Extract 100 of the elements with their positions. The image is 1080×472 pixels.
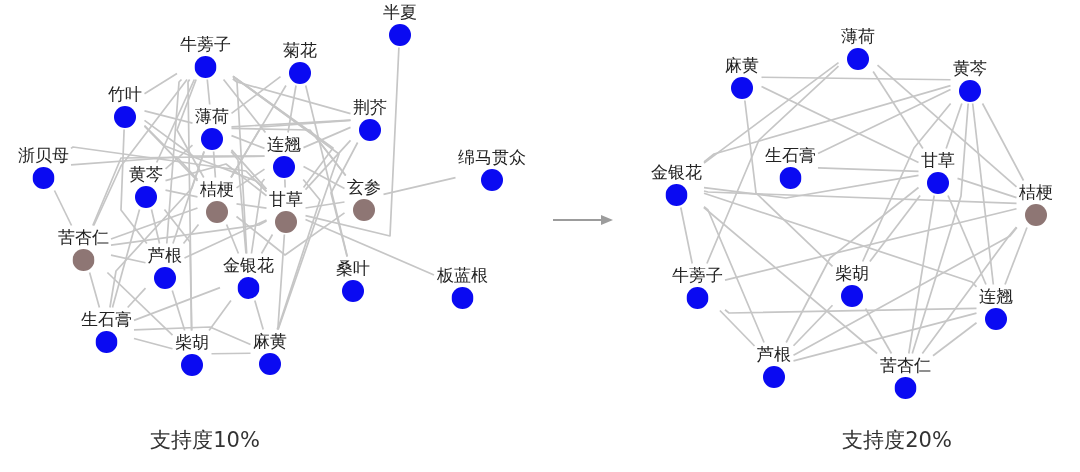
edge-line: [235, 168, 266, 189]
edge-line: [110, 207, 199, 240]
edge-line: [126, 287, 147, 309]
node-label: 黄芩: [952, 58, 988, 78]
edge-line: [785, 186, 920, 344]
edge-line: [230, 149, 268, 190]
node-label: 桑叶: [335, 258, 371, 278]
edge-line: [235, 203, 268, 209]
edge-line: [133, 286, 221, 322]
node-label: 柴胡: [834, 263, 870, 283]
edge-line: [92, 78, 188, 227]
edge-line: [302, 126, 352, 149]
edge-line: [172, 150, 205, 245]
edge-line: [861, 102, 952, 263]
edge-line: [907, 194, 936, 355]
edge-line: [1004, 226, 1028, 286]
edge-line: [706, 65, 840, 265]
edge-line: [232, 77, 248, 255]
edge-line: [719, 309, 756, 347]
edge-line: [164, 163, 268, 197]
node-label: 芦根: [756, 344, 792, 364]
edge-line: [276, 233, 286, 331]
edge-line: [679, 206, 694, 265]
edge-line: [210, 352, 252, 355]
node-label: 绵马贯众: [457, 147, 527, 167]
edge-line: [330, 141, 359, 258]
edge-line: [111, 208, 141, 309]
node-label: 甘草: [920, 150, 956, 170]
edge-line: [276, 178, 321, 331]
edge-line: [230, 119, 352, 128]
edge-line: [703, 61, 840, 164]
node-label: 金银花: [221, 255, 275, 275]
node-label: 连翘: [978, 286, 1014, 306]
edge-line: [206, 78, 211, 106]
graph-caption: 支持度20%: [842, 427, 952, 453]
edge-line: [53, 189, 73, 227]
edge-line: [703, 190, 1018, 205]
edge-line: [724, 307, 978, 314]
edge-line: [304, 139, 352, 191]
edge-line: [150, 208, 161, 245]
edge-line: [163, 208, 193, 332]
edge-line: [932, 321, 978, 357]
edge-line: [235, 211, 346, 256]
edge-line: [164, 144, 194, 170]
node-label: 牛蒡子: [178, 34, 232, 54]
edge-line: [260, 233, 274, 255]
edge-line: [143, 124, 268, 193]
edge-line: [133, 337, 174, 350]
node-label: 麻黄: [252, 331, 288, 351]
edge-line: [971, 102, 995, 286]
edge-line: [230, 119, 352, 179]
edge-line: [284, 178, 286, 189]
edge-line: [225, 223, 240, 255]
edge-line: [208, 299, 232, 332]
edge-line: [287, 84, 297, 134]
node-label: 苦杏仁: [878, 355, 932, 375]
node-label: 半夏: [382, 2, 418, 22]
edge-line: [164, 189, 199, 198]
edge-line: [155, 78, 196, 164]
edge-line: [869, 194, 921, 263]
node-label: 板蓝根: [435, 265, 489, 285]
node-label: 麻黄: [724, 55, 760, 75]
edge-line: [110, 220, 268, 247]
node-label: 柴胡: [174, 332, 210, 352]
edge-line: [703, 192, 978, 288]
edge-line: [956, 177, 1018, 199]
node-label: 生石膏: [763, 145, 817, 165]
edge-line: [230, 150, 247, 255]
edge-line: [760, 76, 952, 81]
node-label: 连翘: [266, 134, 302, 154]
edge-line: [70, 156, 199, 181]
edge-line: [911, 102, 970, 355]
edge-line: [91, 155, 266, 227]
edge-line: [792, 226, 1018, 357]
edge-line: [304, 218, 435, 276]
node-label: 竹叶: [107, 84, 143, 104]
edge-line: [230, 127, 347, 177]
edge-line: [143, 119, 266, 157]
edge-line: [230, 75, 282, 115]
node-label: 芦根: [147, 245, 183, 265]
node-label: 黄芩: [128, 164, 164, 184]
edge-line: [947, 194, 987, 286]
node-label: 薄荷: [840, 26, 876, 46]
edge-line: [143, 72, 178, 95]
edge-line: [110, 254, 147, 264]
edge-line: [817, 167, 920, 173]
node-label: 苦杏仁: [56, 227, 110, 247]
edge-line: [304, 84, 349, 258]
edge-line: [143, 125, 199, 182]
edge-line: [230, 134, 266, 150]
node-label: 牛蒡子: [670, 265, 724, 285]
edge-line: [703, 205, 765, 344]
node-label: 荆芥: [352, 97, 388, 117]
edge-line: [143, 110, 194, 124]
edge-line: [872, 70, 924, 150]
node-label: 浙贝母: [16, 145, 70, 165]
edge-line: [703, 174, 920, 199]
edge-line: [302, 165, 346, 190]
edge-line: [212, 150, 217, 179]
edge-line: [109, 150, 205, 309]
